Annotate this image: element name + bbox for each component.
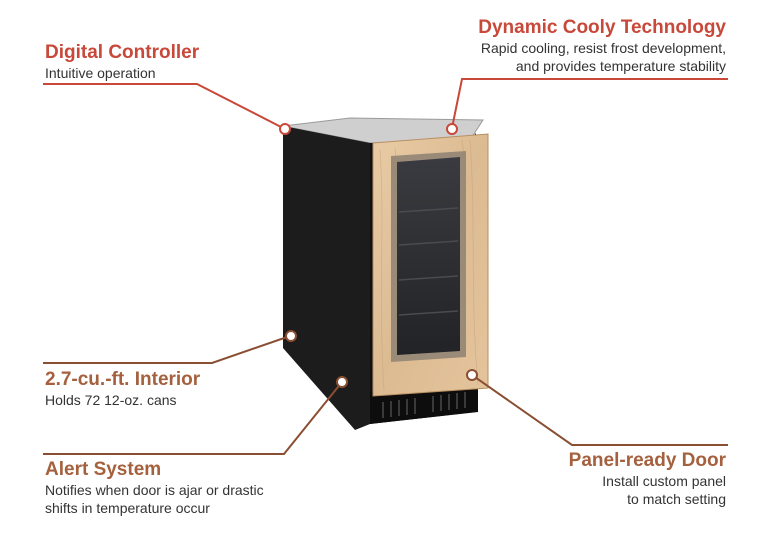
callout-title: 2.7-cu.-ft. Interior [45, 369, 201, 390]
callout-description-line-1: Notifies when door is ajar or drastic [45, 482, 264, 498]
callout-description: Holds 72 12-oz. cans [45, 392, 177, 408]
endpoint-dynamic-cooly [446, 123, 458, 135]
callout-description-line-1: Install custom panel [602, 473, 726, 489]
callout-description-line-2: and provides temperature stability [515, 58, 726, 74]
glass-pane [397, 157, 460, 355]
leader-interior [43, 335, 291, 364]
beverage-center-illustration [282, 117, 489, 430]
callout-interior: 2.7-cu.-ft. Interior Holds 72 12-oz. can… [45, 369, 200, 409]
vent-grille [382, 392, 466, 418]
leader-digital-controller [43, 83, 284, 129]
callout-title: Dynamic Cooly Technology [478, 17, 726, 38]
callout-panel-ready-door: Panel-ready Door Install custom panel to… [569, 450, 726, 508]
callout-dynamic-cooly: Dynamic Cooly Technology Rapid cooling, … [478, 17, 726, 75]
endpoint-panel-ready-door [466, 369, 478, 381]
leader-endpoints [279, 123, 478, 388]
leader-lines [43, 78, 728, 455]
endpoint-interior [285, 330, 297, 342]
cabinet-side [283, 126, 370, 430]
leader-panel-ready-door [471, 374, 728, 446]
callout-title: Digital Controller [45, 42, 200, 63]
callout-description-line-1: Rapid cooling, resist frost development, [480, 40, 726, 56]
leader-dynamic-cooly [451, 78, 728, 129]
callout-description-line-2: to match setting [627, 491, 726, 507]
callout-digital-controller: Digital Controller Intuitive operation [45, 42, 199, 82]
callout-title: Alert System [45, 459, 162, 480]
callout-description-line-2: shifts in temperature occur [45, 500, 210, 516]
endpoint-alert-system [336, 376, 348, 388]
callout-description: Intuitive operation [45, 65, 156, 81]
interior-shelves [398, 207, 459, 316]
callout-alert-system: Alert System Notifies when door is ajar … [45, 459, 264, 517]
leader-alert-system [43, 381, 343, 455]
callout-title: Panel-ready Door [568, 450, 726, 471]
endpoint-digital-controller [279, 123, 291, 135]
